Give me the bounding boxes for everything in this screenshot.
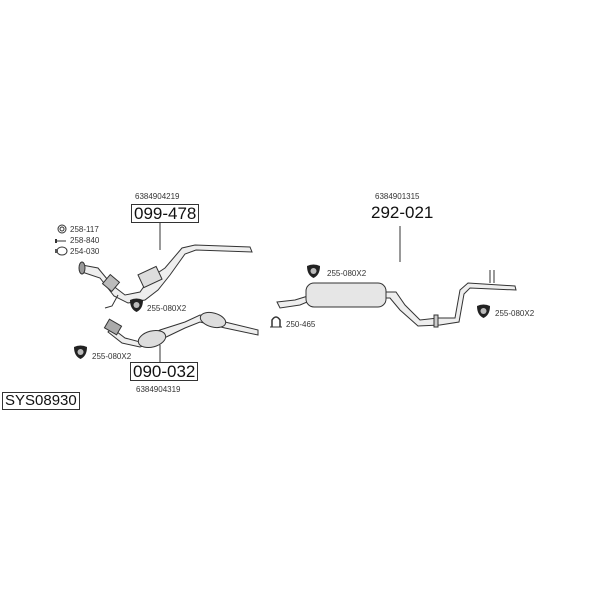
accessory-label[interactable]: 258-840 [70,236,100,245]
rear-silencer-drawing [276,270,517,328]
accessory-label[interactable]: 255-080X2 [92,352,132,361]
ring-gasket-icon [57,224,67,234]
rubber-mount-icon [307,264,320,278]
rear-silencer-oe-number: 6384901315 [375,192,420,201]
u-clamp-icon [270,316,282,328]
rubber-mount-icon [477,304,490,318]
accessory-label[interactable]: 255-080X2 [495,309,535,318]
rubber-mount-icon [130,298,143,312]
system-code: SYS08930 [2,392,80,410]
accessory-label[interactable]: 250-465 [286,320,316,329]
rear-silencer-part-number[interactable]: 292-021 [371,203,434,222]
accessory-label[interactable]: 254-030 [70,247,100,256]
accessory-label[interactable]: 258-117 [70,225,99,234]
catalyst-pipe-part-number[interactable]: 090-032 [130,362,199,381]
catalyst-pipe-drawing [103,311,259,349]
front-pipe-oe-number: 6384904219 [135,192,180,201]
clamp-icon [55,246,68,256]
front-pipe-part-number[interactable]: 099-478 [131,204,200,223]
rubber-mount-icon [74,345,87,359]
accessory-label[interactable]: 255-080X2 [327,269,367,278]
front-pipe-drawing [78,244,253,309]
accessory-label[interactable]: 255-080X2 [147,304,187,313]
catalyst-pipe-oe-number: 6384904319 [136,385,181,394]
bolt-icon [55,239,66,243]
